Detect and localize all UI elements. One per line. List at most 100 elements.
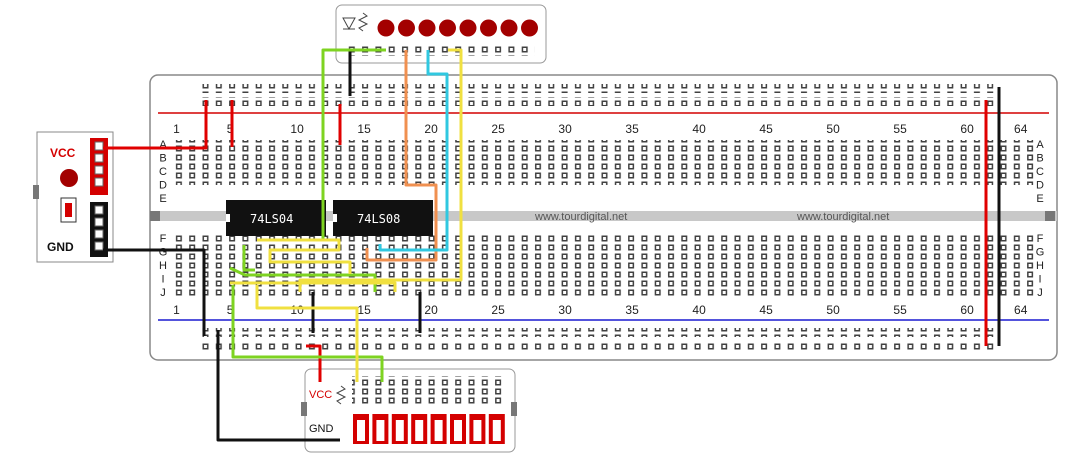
row-letter: H: [159, 260, 167, 272]
row-letter: E: [159, 193, 166, 205]
wire-cyan: [378, 50, 449, 252]
dip-switch-3[interactable]: [391, 414, 408, 444]
column-number-bottom: 25: [491, 303, 505, 317]
row-letter: A: [159, 139, 167, 151]
wire-red-switch-vcc: [306, 344, 322, 382]
switch-module: VCC GND: [301, 368, 517, 453]
column-number-bottom: 1: [173, 303, 180, 317]
column-number-bottom: 45: [759, 303, 773, 317]
column-number-bottom: 35: [625, 303, 639, 317]
watermark-right: www.tourdigital.net: [796, 211, 889, 223]
dip-switch-7[interactable]: [469, 414, 486, 444]
row-letter: D: [159, 180, 167, 192]
dip-switch-4[interactable]: [411, 414, 428, 444]
dip-switch-2[interactable]: [372, 414, 389, 444]
power-module: VCC GND: [33, 131, 114, 263]
dip-switch-8[interactable]: [488, 414, 505, 444]
column-number-bottom: 15: [357, 303, 371, 317]
row-letter: A: [1036, 139, 1044, 151]
column-number-top: 55: [893, 122, 907, 136]
bottom-terminal-holes: [170, 235, 1037, 298]
chip-74ls04: 74LS04: [226, 200, 326, 236]
led-2: [398, 19, 415, 37]
center-channel: [150, 211, 1057, 221]
wire-black-gnd: [103, 248, 206, 336]
column-number-top: 20: [424, 122, 438, 136]
wire-yellow-3: [257, 238, 352, 274]
column-number-top: 10: [290, 122, 304, 136]
row-letter: J: [160, 287, 166, 299]
bottom-rail-holes-2: [200, 341, 1000, 350]
top-terminal-holes: [170, 140, 1037, 185]
column-number-bottom: 55: [893, 303, 907, 317]
row-letter: G: [1036, 247, 1045, 259]
top-rail-holes-2: [200, 97, 1000, 106]
column-number-bottom: 30: [558, 303, 572, 317]
led-3: [418, 19, 436, 37]
row-letter: G: [159, 247, 168, 259]
column-number-bottom: 20: [424, 303, 438, 317]
dip-switch-5[interactable]: [430, 414, 447, 444]
column-number-top: 40: [692, 122, 706, 136]
column-number-top: 5: [227, 122, 234, 136]
switch-gnd-label: GND: [309, 423, 334, 435]
column-number-bottom: 5: [227, 303, 234, 317]
row-letter: F: [160, 233, 167, 245]
power-gnd-label: GND: [47, 240, 74, 254]
wire-red-vcc: [103, 100, 208, 150]
power-led: [60, 169, 78, 187]
wire-green-2: [231, 285, 384, 382]
chip-74ls08: 74LS08: [333, 200, 433, 236]
dip-switch-1[interactable]: [353, 414, 369, 444]
chip-74ls04-label: 74LS04: [250, 212, 293, 226]
dip-switch-6[interactable]: [450, 414, 466, 444]
column-number-bottom: 40: [692, 303, 706, 317]
column-number-top: 1: [173, 122, 180, 136]
watermark-left: www.tourdigital.net: [534, 211, 627, 223]
switch-resistor-icon: [335, 385, 347, 405]
led-resistor-icon: [342, 12, 369, 32]
row-letter: I: [1038, 274, 1041, 286]
row-letter: B: [159, 153, 166, 165]
led-5: [459, 19, 477, 37]
column-number-top: 50: [826, 122, 840, 136]
wire-yellow-2: [255, 285, 359, 382]
switch-vcc-label: VCC: [309, 389, 332, 401]
row-letter: J: [1037, 287, 1043, 299]
led-4: [439, 19, 456, 37]
top-rail-holes-1: [200, 84, 1000, 93]
row-letter: C: [159, 166, 167, 178]
row-letter: D: [1036, 180, 1044, 192]
column-number-top: 64: [1014, 122, 1028, 136]
bottom-rail-holes-1: [200, 328, 1000, 337]
column-number-top: 15: [357, 122, 371, 136]
chip-74ls08-label: 74LS08: [357, 212, 400, 226]
wire-yellow-4: [230, 281, 397, 292]
column-number-bottom: 50: [826, 303, 840, 317]
column-number-top: 45: [759, 122, 773, 136]
column-number-bottom: 10: [290, 303, 304, 317]
row-letter: F: [1037, 233, 1044, 245]
led-module: [335, 4, 547, 64]
wires: [103, 48, 1001, 442]
row-letter: C: [1036, 166, 1044, 178]
led-7: [500, 19, 518, 37]
column-number-bottom: 60: [960, 303, 974, 317]
led-1: [377, 19, 395, 37]
row-letter: B: [1036, 153, 1043, 165]
row-letter: E: [1036, 193, 1043, 205]
breadboard: www.tourdigital.net www.tourdigital.net …: [149, 74, 1058, 361]
wire-black-switch-gnd: [216, 330, 340, 442]
led-6: [480, 19, 497, 37]
wire-green-1: [321, 48, 386, 240]
led-8: [521, 19, 538, 37]
column-number-top: 60: [960, 122, 974, 136]
wire-green-3: [242, 245, 255, 272]
column-number-top: 35: [625, 122, 639, 136]
wire-orange: [365, 50, 438, 262]
row-letter: I: [161, 274, 164, 286]
column-number-top: 25: [491, 122, 505, 136]
column-number-top: 30: [558, 122, 572, 136]
